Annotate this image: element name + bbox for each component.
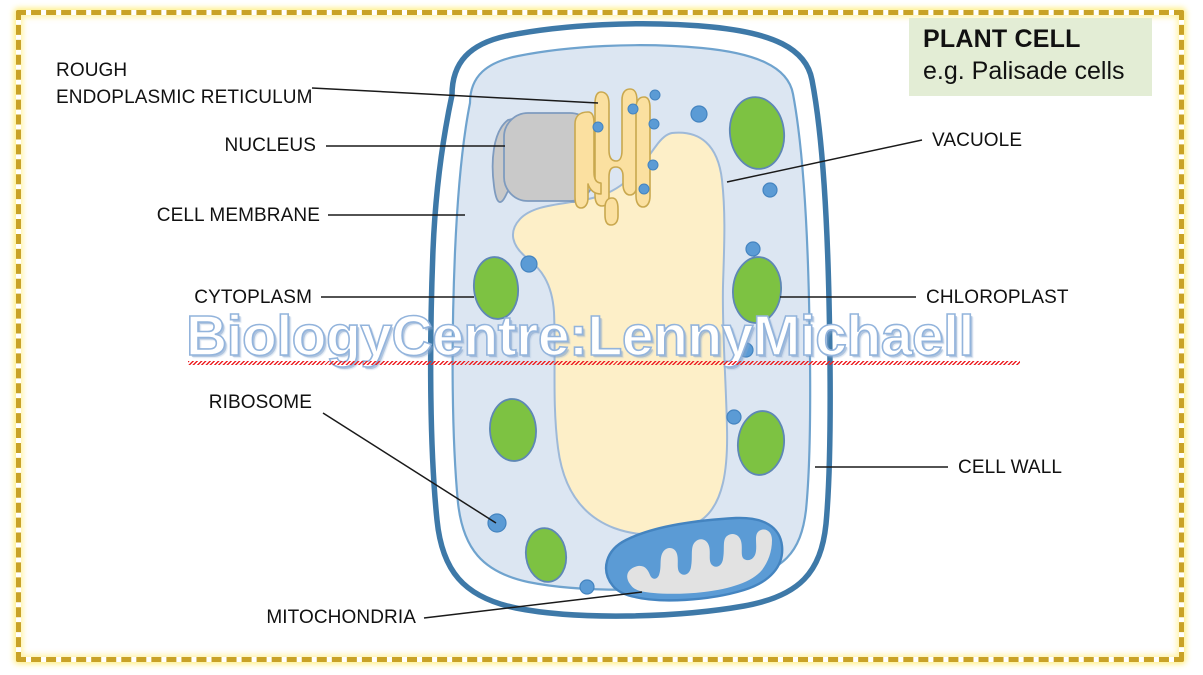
chloroplast-shape [524,527,568,583]
label-cytoplasm: CYTOPLASM [194,287,312,308]
chloroplast-shape [489,398,537,462]
label-cell-wall: CELL WALL [958,457,1063,478]
ribosome-shape [487,513,507,533]
ribosome-shape [520,255,538,273]
ribosome-shape [745,241,761,257]
mitochondria-shape [604,516,784,602]
label-cell-membrane: CELL MEMBRANE [156,205,320,226]
chloroplast-shape [732,256,782,324]
chloroplast-shape [728,96,786,170]
label-rough-endoplasmic-reticulum-line1: ROUGH [56,60,128,81]
label-rough-endoplasmic-reticulum-line2: ENDOPLASMIC RETICULUM [56,87,313,108]
ribosome-shape [690,105,708,123]
leader-line-ribosome [322,412,497,524]
label-vacuole: VACUOLE [932,130,1023,151]
rough-endoplasmic-reticulum-shape [574,88,661,226]
ribosome-shape [762,182,778,198]
chloroplast-shape [472,256,520,320]
chloroplast-shape [736,410,786,476]
label-nucleus: NUCLEUS [224,135,316,156]
label-chloroplast: CHLOROPLAST [926,287,1069,308]
leader-line-rough-er [311,87,599,104]
diagram-title-box: PLANT CELL e.g. Palisade cells [909,18,1152,96]
ribosome-shape [726,409,742,425]
ribosome-shape [579,579,595,595]
leader-line-mitochondria [423,591,643,619]
ribosome-shape [738,342,754,358]
label-ribosome: RIBOSOME [208,392,312,413]
page-subtitle: e.g. Palisade cells [923,57,1125,85]
cell-wall-shape [427,21,833,619]
leader-line-vacuole [726,139,923,183]
label-mitochondria: MITOCHONDRIA [266,607,416,628]
page-title: PLANT CELL [923,25,1081,53]
